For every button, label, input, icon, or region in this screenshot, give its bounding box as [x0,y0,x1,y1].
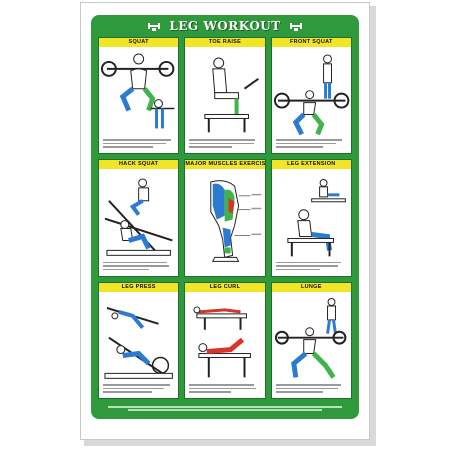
panel-title: LEG EXTENSION [271,160,351,170]
hack-squat-illustration [104,178,173,257]
description-text [275,261,347,273]
description-text [103,261,174,273]
leg-curl-illustration [193,306,252,378]
poster-frame: LEG WORKOUT SQUAT [91,15,359,419]
panel-toe-raise: TOE RAISE [184,37,266,155]
panel-leg-extension: LEG EXTENSION [270,159,352,277]
panel-front-squat: FRONT SQUAT [270,37,352,155]
panel-major-muscles: MAJOR MUSCLES EXERCISED [184,159,266,277]
squat-illustration [100,53,175,129]
poster-title: LEG WORKOUT [169,19,281,33]
panel-title: SQUAT [99,38,179,47]
description-text [103,384,174,395]
leg-muscles-illustration [210,180,262,263]
description-text [275,384,347,395]
panel-title: LEG PRESS [99,282,179,292]
poster: LEG WORKOUT SQUAT [80,2,370,440]
panel-title: FRONT SQUAT [271,38,351,47]
leg-press-illustration [104,306,173,379]
description-text [189,384,260,395]
toe-raise-illustration [204,57,260,133]
lunge-illustration [274,297,347,379]
panel-title: MAJOR MUSCLES EXERCISED [185,160,265,170]
panel-leg-curl: LEG CURL [184,281,266,399]
panel-squat: SQUAT [98,37,180,155]
leg-extension-illustration [287,179,346,257]
front-squat-illustration [273,54,350,136]
panel-leg-press: LEG PRESS [98,281,180,399]
panel-title: TOE RAISE [185,38,265,47]
dumbbell-logo-icon [289,23,302,31]
description-text [189,139,260,150]
panel-title: LEG CURL [185,282,265,292]
panel-title: LUNGE [271,282,351,292]
panel-title: HACK SQUAT [99,160,179,170]
dumbbell-logo-icon [148,23,161,31]
exercise-grid: SQUAT TOE RAISE [98,37,352,399]
panel-lunge: LUNGE [270,281,352,399]
description-text [275,139,347,150]
footer-strip [98,403,352,413]
panel-hack-squat: HACK SQUAT [98,159,180,277]
description-text [103,139,174,150]
title-bar: LEG WORKOUT [91,17,359,35]
